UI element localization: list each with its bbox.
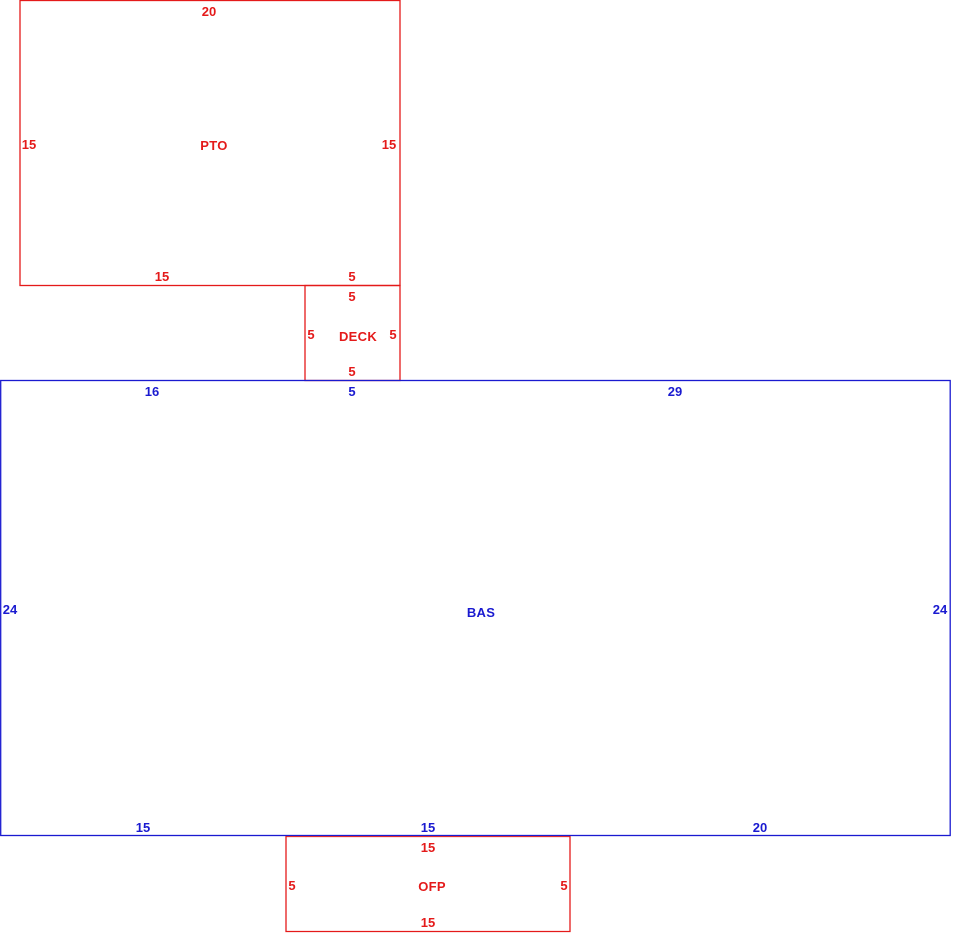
- ofp-dim-left: 5: [288, 878, 295, 893]
- bas-area-label: BAS: [467, 605, 495, 620]
- pto-area-label: PTO: [200, 138, 227, 153]
- pto-dim-bottom-right: 5: [348, 269, 355, 284]
- area-ofp: OFP 15 5 5 15: [285, 836, 571, 933]
- deck-dim-left: 5: [307, 327, 314, 342]
- bas-dim-top-middle: 5: [348, 384, 355, 399]
- area-pto: PTO 20 15 15 15 5: [19, 0, 401, 287]
- pto-dim-top: 20: [202, 4, 216, 19]
- ofp-dim-top: 15: [421, 840, 435, 855]
- deck-dim-bottom: 5: [348, 364, 355, 379]
- ofp-dim-bottom: 15: [421, 915, 435, 930]
- pto-outline: [19, 0, 401, 287]
- bas-dim-left: 24: [3, 602, 18, 617]
- deck-dim-right: 5: [389, 327, 396, 342]
- pto-dim-bottom-left: 15: [155, 269, 169, 284]
- area-bas: BAS 16 5 29 24 24 15 15 20: [0, 379, 951, 837]
- deck-area-label: DECK: [339, 329, 377, 344]
- bas-dim-bottom-middle: 15: [421, 820, 435, 835]
- ofp-dim-right: 5: [560, 878, 567, 893]
- deck-dim-top: 5: [348, 289, 355, 304]
- pto-dim-left: 15: [22, 137, 36, 152]
- bas-dim-bottom-left: 15: [136, 820, 150, 835]
- ofp-outline: [285, 836, 571, 933]
- pto-dim-right: 15: [382, 137, 396, 152]
- bas-outline: [0, 379, 951, 837]
- ofp-area-label: OFP: [418, 879, 446, 894]
- bas-dim-top-right: 29: [668, 384, 682, 399]
- bas-dim-bottom-right: 20: [753, 820, 767, 835]
- bas-dim-top-left: 16: [145, 384, 159, 399]
- area-deck: DECK 5 5 5 5: [304, 284, 401, 382]
- bas-dim-right: 24: [933, 602, 948, 617]
